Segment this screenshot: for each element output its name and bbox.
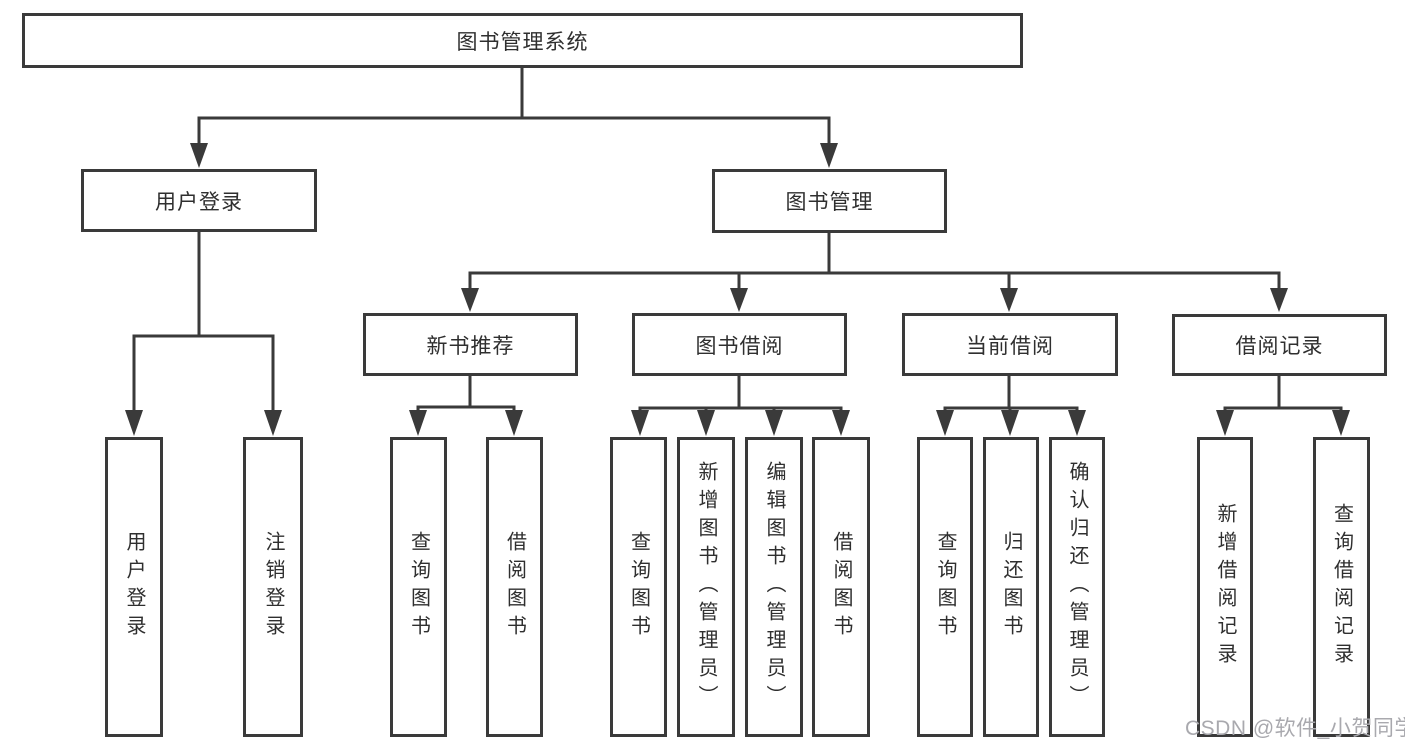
leaf-borrow-books-borrowing-label: 借阅图书 [830, 531, 852, 643]
leaf-borrow-books-recommend-label: 借阅图书 [503, 531, 526, 643]
leaf-query-books-recommend-label: 查询图书 [407, 531, 430, 643]
leaf-borrow-books-recommend: 借阅图书 [486, 437, 543, 737]
node-new-book-recommend: 新书推荐 [363, 313, 578, 376]
leaf-user-login: 用户登录 [105, 437, 163, 737]
leaf-logout-login-label: 注销登录 [262, 531, 284, 643]
csdn-watermark: CSDN @软件_小贺同学 [1185, 717, 1405, 740]
leaf-user-login-label: 用户登录 [123, 531, 145, 643]
node-new-book-recommend-label: 新书推荐 [426, 334, 515, 358]
leaf-query-books-current-label: 查询图书 [934, 531, 956, 643]
node-root-library-system: 图书管理系统 [22, 13, 1023, 68]
leaf-confirm-return-admin: 确认归还（管理员） [1049, 437, 1105, 737]
leaf-query-books-borrowing-label: 查询图书 [627, 531, 650, 643]
node-book-management: 图书管理 [712, 169, 947, 233]
leaf-confirm-return-admin-label: 确认归还（管理员） [1066, 461, 1088, 713]
node-book-borrowing: 图书借阅 [632, 313, 847, 376]
leaf-borrow-books-borrowing: 借阅图书 [812, 437, 870, 737]
leaf-add-borrow-record: 新增借阅记录 [1197, 437, 1253, 737]
leaf-logout-login: 注销登录 [243, 437, 303, 737]
node-user-login: 用户登录 [81, 169, 317, 232]
leaf-return-books: 归还图书 [983, 437, 1039, 737]
node-user-login-label: 用户登录 [155, 190, 243, 214]
node-book-management-label: 图书管理 [785, 191, 874, 214]
leaf-query-books-recommend: 查询图书 [390, 437, 447, 737]
leaf-return-books-label: 归还图书 [1000, 531, 1022, 643]
node-borrowing-records-label: 借阅记录 [1235, 335, 1324, 358]
node-book-borrowing-label: 图书借阅 [695, 334, 784, 358]
node-borrowing-records: 借阅记录 [1172, 314, 1387, 376]
node-current-borrowing: 当前借阅 [902, 313, 1118, 376]
leaf-edit-books-admin-label: 编辑图书（管理员） [763, 461, 785, 713]
leaf-query-books-current: 查询图书 [917, 437, 973, 737]
node-root-label: 图书管理系统 [456, 30, 589, 54]
leaf-add-books-admin-label: 新增图书（管理员） [695, 461, 717, 713]
leaf-edit-books-admin: 编辑图书（管理员） [745, 437, 803, 737]
leaf-query-borrow-record-label: 查询借阅记录 [1330, 503, 1353, 671]
leaf-query-borrow-record: 查询借阅记录 [1313, 437, 1370, 737]
leaf-add-books-admin: 新增图书（管理员） [677, 437, 735, 737]
node-current-borrowing-label: 当前借阅 [966, 334, 1054, 358]
leaf-add-borrow-record-label: 新增借阅记录 [1214, 503, 1236, 671]
leaf-query-books-borrowing: 查询图书 [610, 437, 667, 737]
